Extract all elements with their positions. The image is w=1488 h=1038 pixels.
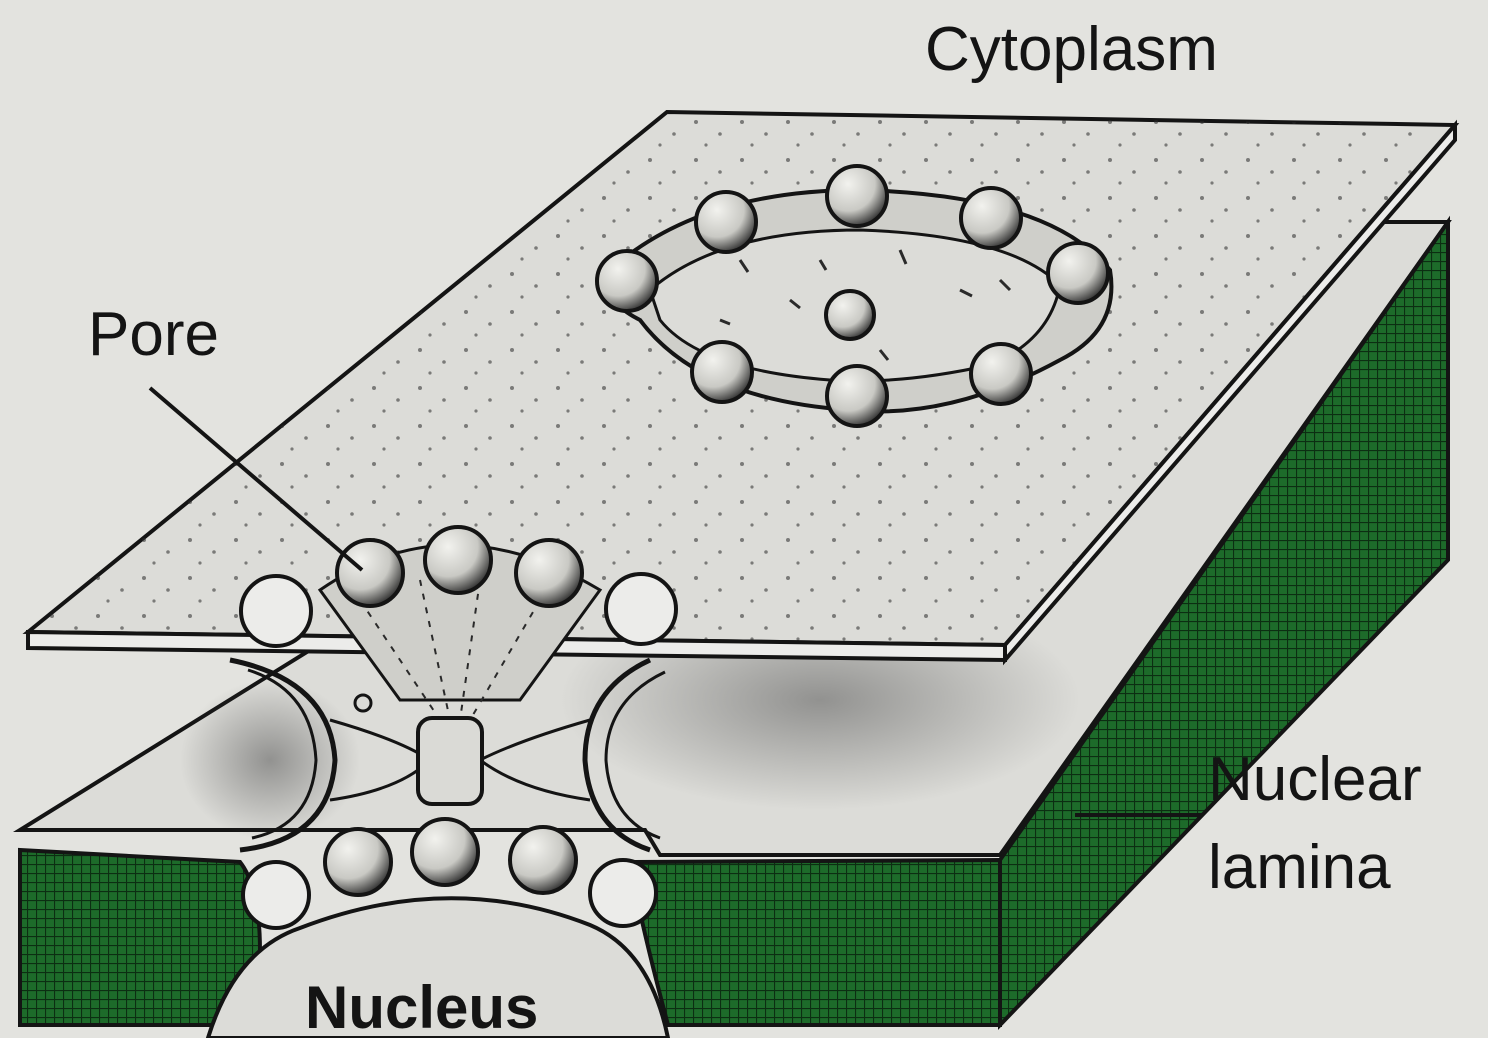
- nucleus-label: Nucleus: [305, 974, 538, 1038]
- central-transporter: [418, 718, 482, 804]
- nuclear-lamina-label-line2: lamina: [1208, 833, 1391, 902]
- cytoplasm-label: Cytoplasm: [925, 15, 1218, 84]
- nuclear-lamina-label-line1: Nuclear: [1208, 745, 1422, 814]
- pore-label: Pore: [88, 300, 219, 369]
- nuclear-lamina-front-right: [630, 860, 1000, 1025]
